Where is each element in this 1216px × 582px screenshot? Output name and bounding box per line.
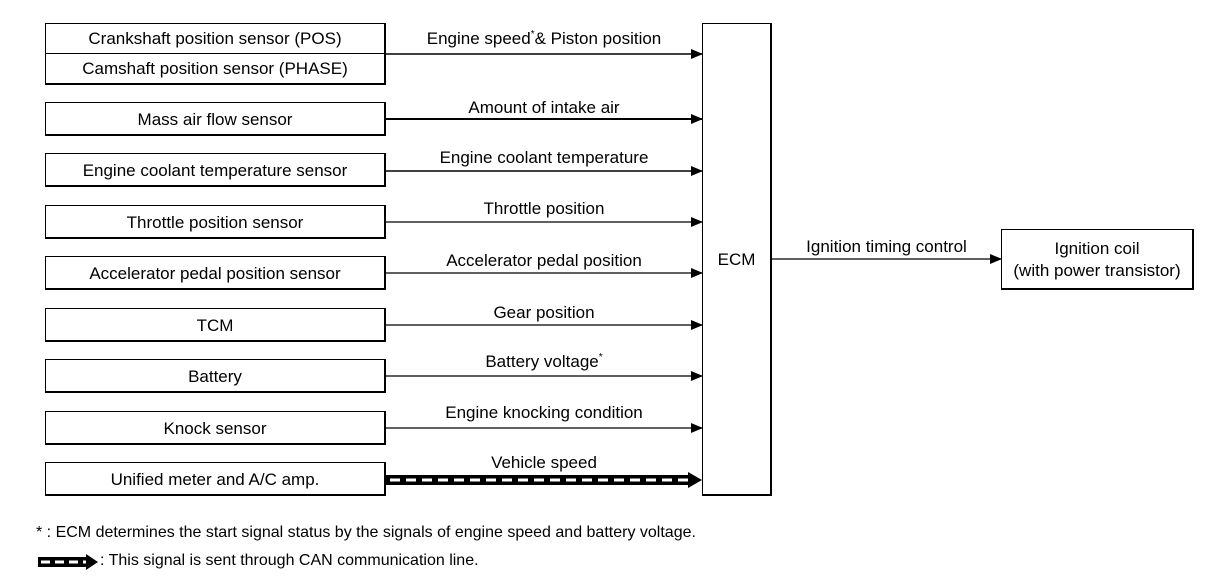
box-label: Knock sensor	[163, 419, 267, 438]
mass-air-flow-sensor-box: Mass air flow sensor	[45, 102, 386, 136]
box-label: Accelerator pedal position sensor	[89, 264, 341, 283]
wire-vehicle-speed-can	[386, 472, 702, 488]
can-footnote: : This signal is sent through CAN commun…	[100, 552, 479, 569]
signal-gear-label: Gear position	[493, 303, 595, 322]
ecm-box: ECM	[702, 23, 772, 496]
coolant-temp-sensor-box: Engine coolant temperature sensor	[45, 153, 386, 187]
unified-meter-box: Unified meter and A/C amp.	[45, 462, 386, 496]
crankshaft-sensor-label: Crankshaft position sensor (POS)	[88, 29, 342, 48]
signal-vehicle-speed-label: Vehicle speed	[491, 453, 597, 472]
box-label: Engine coolant temperature sensor	[82, 161, 348, 180]
box-label: Battery	[188, 367, 242, 386]
throttle-position-sensor-box: Throttle position sensor	[45, 205, 386, 239]
ignition-coil-label: Ignition coil	[1054, 239, 1140, 258]
signal-ignition-timing-label: Ignition timing control	[806, 237, 967, 256]
crankshaft-camshaft-sensor-box: Crankshaft position sensor (POS) Camshaf…	[45, 23, 386, 85]
signal-throttle-label: Throttle position	[483, 199, 605, 218]
box-label: Throttle position sensor	[126, 213, 304, 232]
box-label: Unified meter and A/C amp.	[110, 470, 320, 489]
knock-sensor-box: Knock sensor	[45, 411, 386, 445]
signal-intake-air-label: Amount of intake air	[468, 98, 620, 117]
power-transistor-label: (with power transistor)	[1013, 261, 1181, 280]
signal-engine-speed-label: Engine speed*& Piston position	[426, 29, 662, 48]
star-footnote: * : ECM determines the start signal stat…	[36, 524, 696, 541]
signal-knocking-label: Engine knocking condition	[445, 403, 643, 422]
signal-accelerator-label: Accelerator pedal position	[446, 251, 642, 270]
ignition-coil-box: Ignition coil (with power transistor)	[1001, 229, 1194, 290]
tcm-box: TCM	[45, 308, 386, 342]
signal-coolant-temp-label: Engine coolant temperature	[439, 148, 649, 167]
divider	[46, 53, 384, 54]
accelerator-pedal-sensor-box: Accelerator pedal position sensor	[45, 256, 386, 290]
camshaft-sensor-label: Camshaft position sensor (PHASE)	[82, 59, 348, 78]
battery-box: Battery	[45, 359, 386, 393]
ecm-label: ECM	[717, 250, 756, 269]
box-label: TCM	[196, 316, 234, 335]
can-line-legend-icon	[38, 554, 98, 570]
signal-battery-voltage-label: Battery voltage*	[485, 352, 603, 371]
box-label: Mass air flow sensor	[137, 110, 293, 129]
